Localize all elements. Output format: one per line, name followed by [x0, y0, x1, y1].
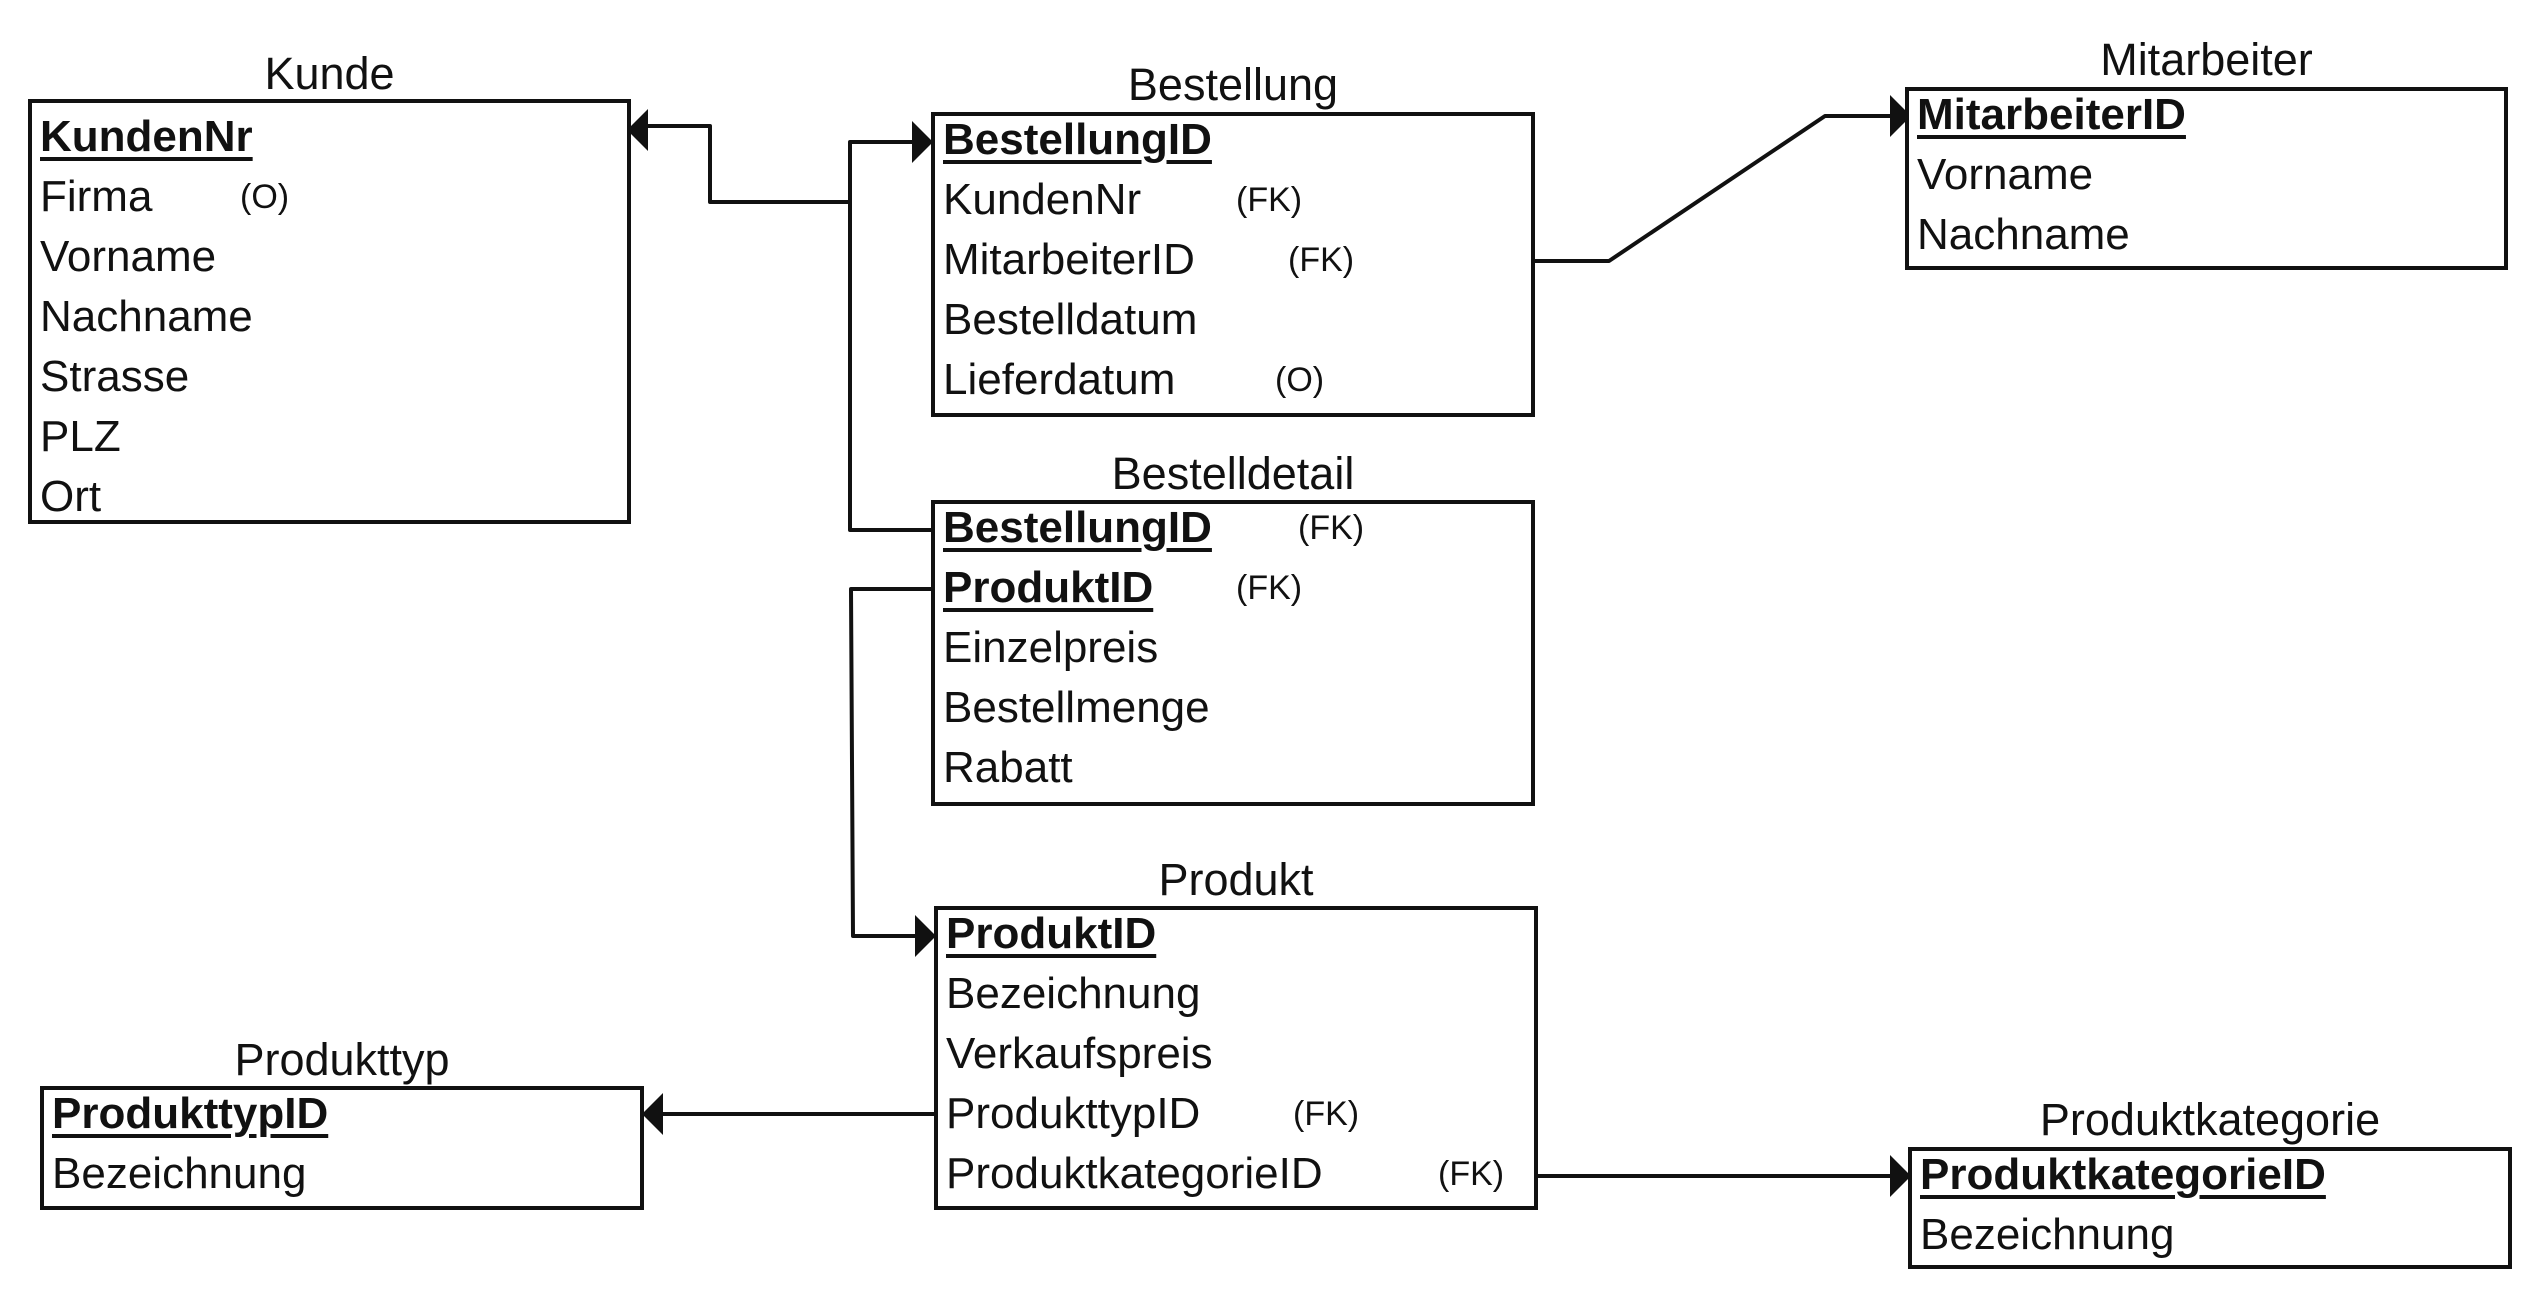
- attribute-bezeichnung: Bezeichnung: [1920, 1210, 2175, 1259]
- relation-bestelldetail-bestellung-line: [848, 140, 933, 532]
- entity-attribute-box: KundenNr Firma (O) Vorname Nachname Stra…: [28, 99, 631, 524]
- attribute-tag-optional: (O): [240, 178, 290, 216]
- arrowhead-produktkategorie: [1890, 1155, 1911, 1197]
- attribute-vorname: Vorname: [1917, 150, 2094, 199]
- entity-attribute-box: BestellungID (FK) ProduktID (FK) Einzelp…: [931, 500, 1535, 806]
- entity-attribute-box: ProduktkategorieID Bezeichnung: [1908, 1147, 2512, 1269]
- attribute-mitarbeiterid: MitarbeiterID: [943, 235, 1195, 284]
- entity-title: Produkttyp: [234, 1034, 450, 1085]
- attribute-produkttypid: ProdukttypID: [946, 1089, 1201, 1138]
- attribute-tag-fk: (FK): [1236, 569, 1303, 607]
- entity-attribute-box: BestellungID KundenNr (FK) MitarbeiterID…: [931, 112, 1535, 417]
- entity-attribute-box: ProduktID Bezeichnung Verkaufspreis Prod…: [934, 906, 1538, 1210]
- attribute-produktid: ProduktID: [943, 563, 1154, 612]
- attribute-kundennr: KundenNr: [943, 175, 1142, 224]
- arrowhead-kunde: [627, 109, 648, 151]
- attribute-bestellungid: BestellungID: [943, 115, 1212, 164]
- attribute-rabatt: Rabatt: [943, 743, 1073, 792]
- attribute-nachname: Nachname: [40, 292, 253, 341]
- attribute-produkttypid: ProdukttypID: [52, 1089, 329, 1138]
- attribute-produktid: ProduktID: [946, 909, 1157, 958]
- relation-bestelldetail-produkt-line: [849, 587, 933, 938]
- entity-title: Bestelldetail: [1111, 448, 1355, 499]
- attribute-tag-fk: (FK): [1438, 1155, 1505, 1193]
- attribute-bezeichnung: Bezeichnung: [946, 969, 1201, 1018]
- attribute-firma: Firma: [40, 172, 153, 221]
- arrowhead-mitarbeiter: [1890, 95, 1911, 137]
- entity-attribute-box: ProdukttypID Bezeichnung: [40, 1086, 644, 1210]
- entity-title: Bestellung: [1127, 59, 1339, 110]
- attribute-verkaufspreis: Verkaufspreis: [946, 1029, 1213, 1078]
- attribute-produktkategorieid: ProduktkategorieID: [946, 1149, 1323, 1198]
- entity-attribute-box: MitarbeiterID Vorname Nachname: [1905, 87, 2508, 270]
- attribute-tag-fk: (FK): [1293, 1095, 1360, 1133]
- entity-title: Mitarbeiter: [2100, 34, 2313, 85]
- attribute-einzelpreis: Einzelpreis: [943, 623, 1159, 672]
- attribute-mitarbeiterid: MitarbeiterID: [1917, 90, 2186, 139]
- entity-title: Kunde: [264, 48, 395, 99]
- relation-bestellung-kunde-line: [633, 124, 849, 204]
- attribute-ort: Ort: [40, 472, 102, 521]
- attribute-bestelldatum: Bestelldatum: [943, 295, 1198, 344]
- arrowhead-produkt: [915, 915, 936, 957]
- attribute-strasse: Strasse: [40, 352, 190, 401]
- relation-bestellung-mitarbeiter-line: [1533, 114, 1893, 263]
- attribute-tag-fk: (FK): [1288, 241, 1355, 279]
- attribute-kundennr: KundenNr: [40, 112, 253, 161]
- attribute-lieferdatum: Lieferdatum: [943, 355, 1176, 404]
- attribute-tag-fk: (FK): [1236, 181, 1303, 219]
- arrowhead-produkttyp: [642, 1093, 663, 1135]
- attribute-tag-optional: (O): [1275, 361, 1325, 399]
- attribute-plz: PLZ: [40, 412, 121, 461]
- attribute-nachname: Nachname: [1917, 210, 2130, 259]
- entity-title: Produkt: [1158, 854, 1314, 905]
- attribute-bestellmenge: Bestellmenge: [943, 683, 1210, 732]
- attribute-produktkategorieid: ProduktkategorieID: [1920, 1150, 2326, 1199]
- attribute-bestellungid: BestellungID: [943, 503, 1212, 552]
- entity-title: Produktkategorie: [2039, 1094, 2381, 1145]
- attribute-vorname: Vorname: [40, 232, 217, 281]
- arrowhead-bestellung: [912, 121, 933, 163]
- attribute-tag-fk: (FK): [1298, 509, 1365, 547]
- attribute-bezeichnung: Bezeichnung: [52, 1149, 307, 1198]
